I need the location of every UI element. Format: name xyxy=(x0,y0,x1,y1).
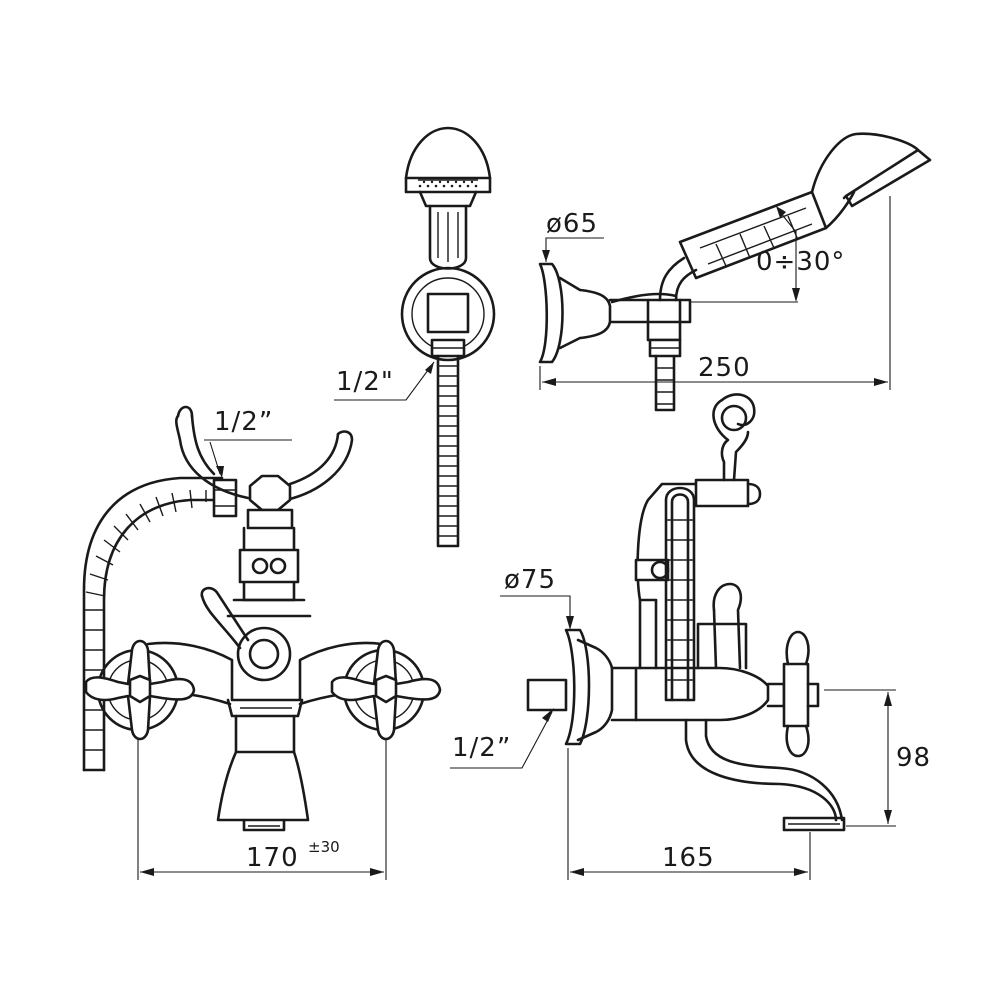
holder-thread-label: 1/2" xyxy=(336,367,394,397)
inlet-thread-label: 1/2” xyxy=(452,733,511,763)
centers-tolerance-label: ±30 xyxy=(308,838,340,856)
hand-shower-front-view: 1/2" xyxy=(334,126,496,548)
holder-length-label: 250 xyxy=(698,353,751,383)
hose-thread-label: 1/2” xyxy=(214,407,273,437)
hand-shower-side-view: 0÷30° ø65 250 xyxy=(538,132,932,412)
mixer-front-view: 1/2” 170 ±30 xyxy=(82,405,442,880)
projection-label: 165 xyxy=(662,843,715,873)
hose-ribs xyxy=(438,365,458,537)
coiled-hose-ribs xyxy=(84,489,207,751)
mixer-diameter-label: ø75 xyxy=(504,565,556,595)
spray-holes xyxy=(418,180,478,188)
mixer-side-view: ø75 1/2” 165 98 xyxy=(450,393,931,880)
centers-width-label: 170 xyxy=(246,843,299,873)
holder-diameter-label: ø65 xyxy=(546,209,598,239)
tilt-angle-label: 0÷30° xyxy=(756,247,845,277)
spout-height-label: 98 xyxy=(896,743,931,773)
